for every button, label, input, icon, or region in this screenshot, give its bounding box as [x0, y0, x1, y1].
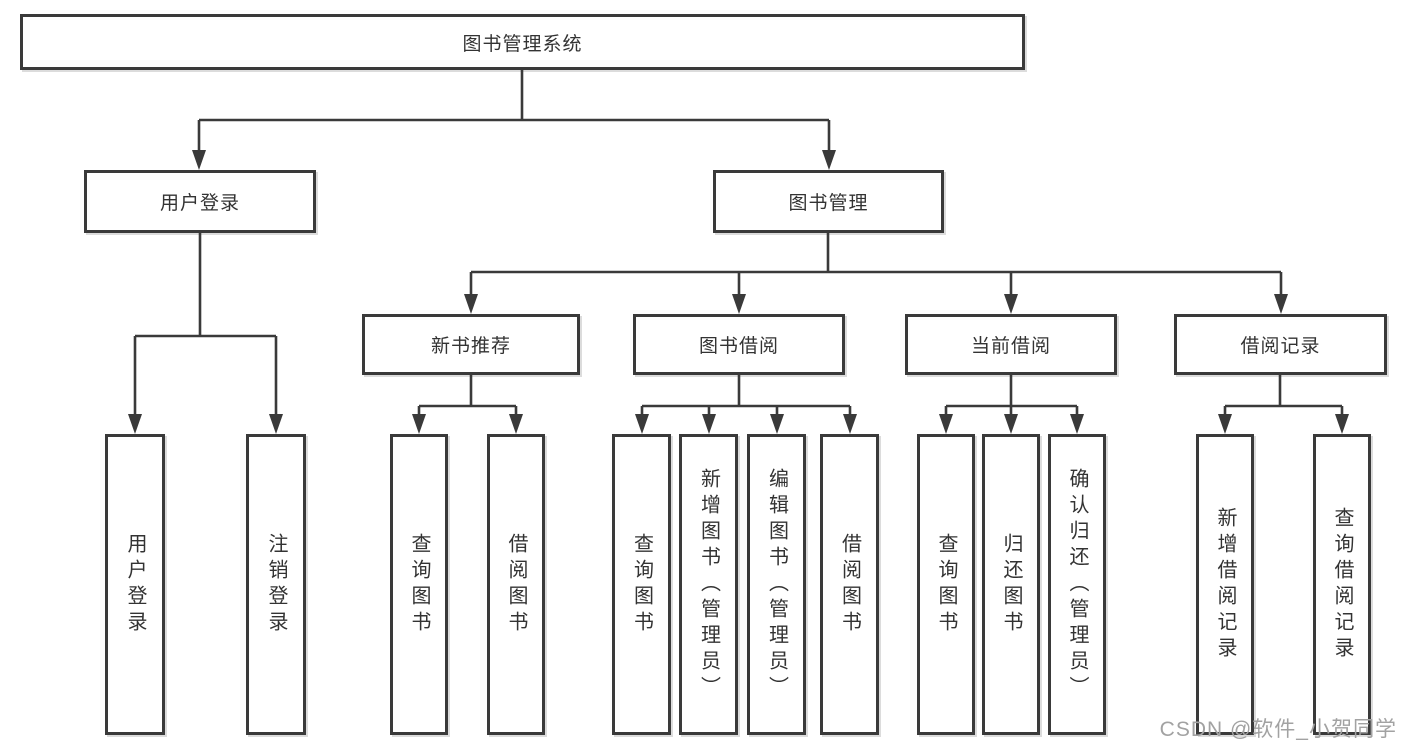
leaf-user-login: 用户登录 — [105, 434, 165, 735]
leaf-borrow-book-recommend: 借阅图书 — [487, 434, 545, 735]
node-current-borrowing: 当前借阅 — [905, 314, 1117, 375]
leaf-query-borrow-record: 查询借阅记录 — [1313, 434, 1371, 735]
arrowheads — [128, 150, 1349, 434]
leaf-logout: 注销登录 — [246, 434, 306, 735]
leaf-add-borrow-record: 新增借阅记录 — [1196, 434, 1254, 735]
node-new-book-recommend: 新书推荐 — [362, 314, 580, 375]
node-user-login: 用户登录 — [84, 170, 316, 233]
leaf-confirm-return-admin: 确认归还（管理员） — [1048, 434, 1106, 735]
leaf-query-book-borrowing: 查询图书 — [612, 434, 671, 735]
leaf-query-book-current: 查询图书 — [917, 434, 975, 735]
leaf-borrow-book: 借阅图书 — [820, 434, 879, 735]
csdn-watermark: CSDN @软件_小贺同学 — [1159, 718, 1397, 741]
node-book-management: 图书管理 — [713, 170, 944, 233]
leaf-add-book-admin: 新增图书（管理员） — [679, 434, 738, 735]
node-library-system: 图书管理系统 — [20, 14, 1025, 70]
leaf-query-book-recommend: 查询图书 — [390, 434, 448, 735]
leaf-edit-book-admin: 编辑图书（管理员） — [747, 434, 806, 735]
node-book-borrowing: 图书借阅 — [633, 314, 845, 375]
node-borrow-records: 借阅记录 — [1174, 314, 1387, 375]
leaf-return-book: 归还图书 — [982, 434, 1040, 735]
